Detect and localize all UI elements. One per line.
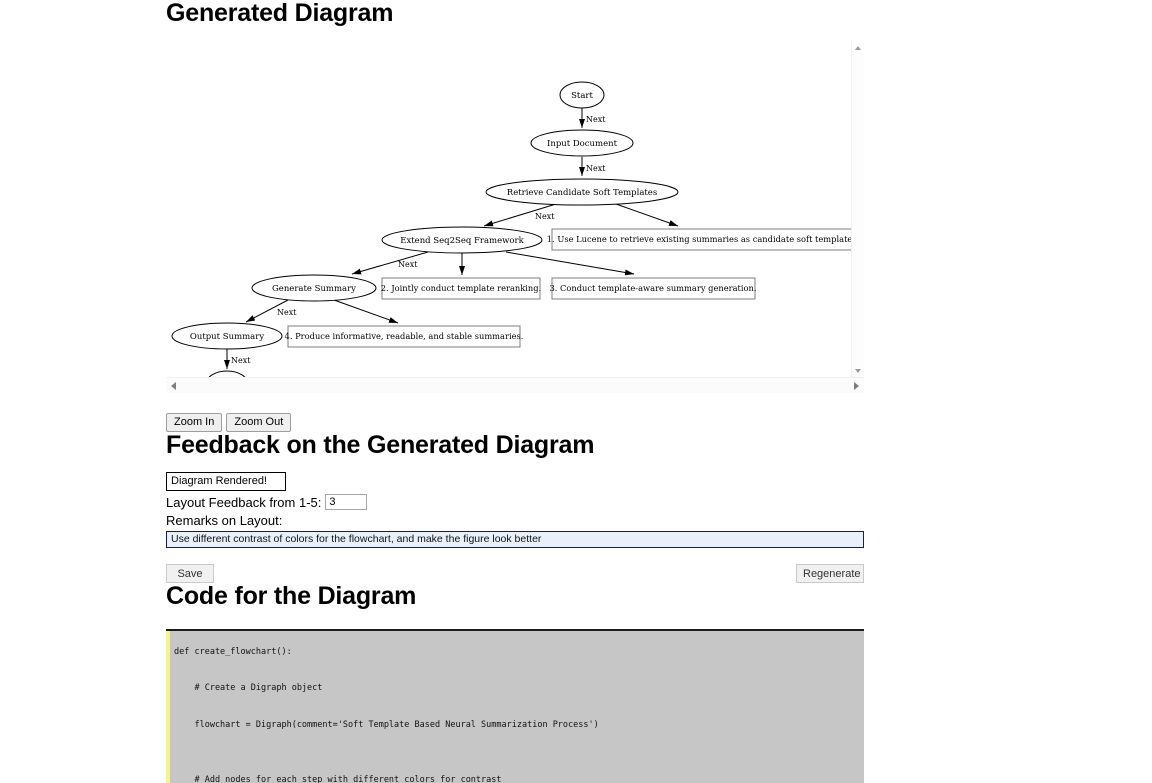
node-input-document[interactable] xyxy=(530,129,634,156)
code-text: def create_flowchart(): # Create a Digra… xyxy=(174,646,599,783)
node-label-box-4: 4. Produce informative, readable, and st… xyxy=(285,331,524,341)
edge-label-next: Next xyxy=(586,164,606,173)
node-label-box-2: 2. Jointly conduct template reranking. xyxy=(381,283,541,293)
zoom-controls: Zoom In Zoom Out xyxy=(166,412,864,432)
node-box-4[interactable] xyxy=(287,325,521,347)
status-badge: Diagram Rendered! xyxy=(166,472,286,491)
node-start[interactable] xyxy=(559,81,605,108)
zoom-in-button[interactable]: Zoom In xyxy=(166,412,223,432)
code-block[interactable]: def create_flowchart(): # Create a Digra… xyxy=(166,630,864,783)
node-label-start: Start xyxy=(571,91,593,101)
node-label-output-summary: Output Summary xyxy=(190,332,264,342)
remarks-label: Remarks on Layout: xyxy=(166,513,283,528)
edge-e-n4 xyxy=(333,299,399,323)
code-gutter xyxy=(166,630,170,783)
flowchart-box-nodes xyxy=(287,228,855,347)
diagram-vertical-scrollbar[interactable] xyxy=(851,41,864,377)
edge-label-next: Next xyxy=(535,212,555,221)
node-output-summary[interactable] xyxy=(171,322,283,349)
node-end[interactable] xyxy=(206,370,248,377)
flowchart-node-labels: Start Input Document Retrieve Candidate … xyxy=(190,91,657,342)
node-label-retrieve-candidate-soft-templates: Retrieve Candidate Soft Templates xyxy=(507,188,657,198)
node-label-extend-seq2seq-framework: Extend Seq2Seq Framework xyxy=(400,236,524,246)
page-title-feedback: Feedback on the Generated Diagram xyxy=(166,430,595,459)
flowchart-ellipse-nodes xyxy=(171,81,679,377)
node-box-2[interactable] xyxy=(381,277,541,299)
flowchart-box-labels: 1. Use Lucene to retrieve existing summa… xyxy=(285,234,860,341)
diagram-viewport[interactable]: Next Next Next Next Next Next xyxy=(166,41,864,377)
node-label-box-1: 1. Use Lucene to retrieve existing summa… xyxy=(547,234,856,244)
flowchart-svg: Next Next Next Next Next Next xyxy=(171,81,860,377)
node-retrieve-candidate-soft-templates[interactable] xyxy=(485,178,679,205)
edge-label-next: Next xyxy=(398,260,418,269)
node-label-box-3: 3. Conduct template-aware summary genera… xyxy=(549,283,756,293)
edge-e-f xyxy=(245,299,289,322)
edge-d-n3 xyxy=(505,251,635,275)
edge-c-d xyxy=(483,203,557,226)
flowchart-edges xyxy=(224,107,679,369)
node-box-3[interactable] xyxy=(551,277,756,299)
page-content: Generated Diagram xyxy=(166,0,864,783)
edge-label-next: Next xyxy=(586,115,606,124)
save-button[interactable]: Save xyxy=(166,564,214,583)
page-title-code: Code for the Diagram xyxy=(166,582,417,610)
scroll-up-icon[interactable] xyxy=(855,45,861,50)
regenerate-button[interactable]: Regenerate xyxy=(796,564,864,583)
diagram-canvas: Next Next Next Next Next Next xyxy=(166,42,860,377)
code-divider xyxy=(166,628,864,631)
scroll-down-icon[interactable] xyxy=(855,368,861,373)
triangle-left-icon[interactable] xyxy=(171,381,176,390)
node-extend-seq2seq-framework[interactable] xyxy=(381,226,543,253)
diagram-horizontal-scrollbar[interactable] xyxy=(166,376,864,393)
edge-label-next: Next xyxy=(277,308,297,317)
zoom-out-button[interactable]: Zoom Out xyxy=(226,412,292,432)
rating-label: Layout Feedback from 1-5: xyxy=(166,494,322,510)
rating-row: Layout Feedback from 1-5: xyxy=(166,494,864,510)
feedback-actions: Save Regenerate xyxy=(166,564,864,583)
flowchart-edge-labels: Next Next Next Next Next Next xyxy=(231,115,606,365)
edge-c-n1 xyxy=(615,203,679,226)
remarks-input[interactable]: Use different contrast of colors for the… xyxy=(166,531,864,548)
triangle-right-icon[interactable] xyxy=(854,381,859,390)
node-generate-summary[interactable] xyxy=(251,274,377,301)
edge-d-e xyxy=(351,251,429,274)
node-label-input-document: Input Document xyxy=(547,139,618,149)
rating-input[interactable] xyxy=(325,494,368,510)
node-label-generate-summary: Generate Summary xyxy=(272,284,356,294)
edge-label-next: Next xyxy=(231,356,251,365)
page-title-generated-diagram: Generated Diagram xyxy=(166,0,394,27)
